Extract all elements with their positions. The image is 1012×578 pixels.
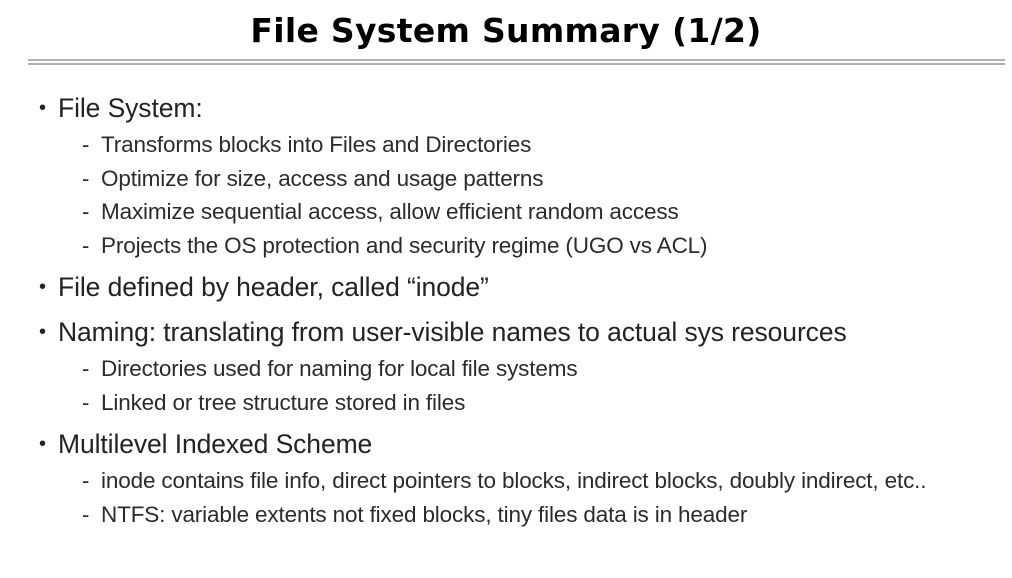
divider-line-bottom (28, 63, 1005, 65)
bullet-file-system-label: File System: (58, 93, 203, 123)
bullet-file-defined: • File defined by header, called “inode” (0, 267, 1012, 307)
bullet-dot-icon: • (39, 321, 46, 343)
bullet-dot-icon: • (39, 433, 46, 455)
bullet-group-file-system: • File System: - Transforms blocks into … (0, 88, 1012, 262)
sub-bullet-linked-tree: - Linked or tree structure stored in fil… (0, 386, 1012, 420)
dash-icon: - (82, 389, 90, 415)
sub-bullet-inode-contains: - inode contains file info, direct point… (0, 464, 1012, 498)
sub-bullet-projects: - Projects the OS protection and securit… (0, 229, 1012, 263)
sub-bullet-inode-contains-label: inode contains file info, direct pointer… (101, 468, 927, 493)
dash-icon: - (82, 232, 90, 258)
sub-list-file-system: - Transforms blocks into Files and Direc… (0, 128, 1012, 262)
bullet-naming: • Naming: translating from user-visible … (0, 312, 1012, 352)
dash-icon: - (82, 199, 90, 224)
bullet-dot-icon: • (39, 276, 46, 298)
sub-bullet-optimize-label: Optimize for size, access and usage patt… (101, 165, 544, 191)
bullet-file-defined-label: File defined by header, called “inode” (58, 272, 489, 302)
sub-bullet-maximize: - Maximize sequential access, allow effi… (0, 195, 1012, 229)
page-title: File System Summary (1/2) (250, 11, 762, 50)
bullet-naming-label: Naming: translating from user-visible na… (58, 317, 847, 347)
dash-icon: - (82, 356, 90, 381)
sub-bullet-ntfs-label: NTFS: variable extents not fixed blocks,… (101, 501, 748, 527)
dash-icon: - (82, 165, 90, 191)
sub-bullet-maximize-label: Maximize sequential access, allow effici… (101, 199, 679, 224)
sub-bullet-transforms: - Transforms blocks into Files and Direc… (0, 128, 1012, 162)
bullet-group-naming: • Naming: translating from user-visible … (0, 312, 1012, 419)
bullet-group-file-defined: • File defined by header, called “inode” (0, 267, 1012, 307)
bullet-group-multilevel: • Multilevel Indexed Scheme - inode cont… (0, 424, 1012, 531)
divider-line-top (28, 59, 1005, 61)
sub-bullet-directories-label: Directories used for naming for local fi… (101, 356, 578, 381)
title-divider (28, 59, 1005, 65)
sub-bullet-optimize: - Optimize for size, access and usage pa… (0, 162, 1012, 196)
dash-icon: - (82, 501, 90, 527)
sub-list-multilevel: - inode contains file info, direct point… (0, 464, 1012, 531)
sub-bullet-projects-label: Projects the OS protection and security … (101, 232, 708, 258)
dash-icon: - (82, 468, 90, 493)
sub-bullet-transforms-label: Transforms blocks into Files and Directo… (101, 132, 532, 157)
sub-bullet-directories: - Directories used for naming for local … (0, 352, 1012, 386)
sub-list-naming: - Directories used for naming for local … (0, 352, 1012, 419)
sub-bullet-ntfs: - NTFS: variable extents not fixed block… (0, 498, 1012, 532)
slide-body: • File System: - Transforms blocks into … (0, 88, 1012, 531)
bullet-multilevel-label: Multilevel Indexed Scheme (58, 429, 373, 459)
bullet-dot-icon: • (39, 97, 46, 119)
sub-bullet-linked-tree-label: Linked or tree structure stored in files (101, 389, 466, 415)
bullet-file-system: • File System: (0, 88, 1012, 128)
dash-icon: - (82, 132, 90, 157)
bullet-multilevel: • Multilevel Indexed Scheme (0, 424, 1012, 464)
